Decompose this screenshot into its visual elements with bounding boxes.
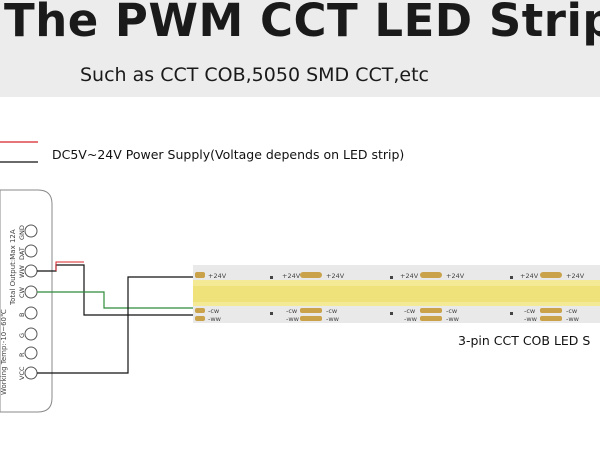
pad-label-cw-2: -cw bbox=[286, 307, 298, 315]
terminal-b bbox=[24, 306, 38, 320]
pad-label-ww-4: -ww bbox=[404, 315, 417, 323]
pad-label-24v-2: +24V bbox=[282, 272, 301, 280]
terminal-label-gnd: GND bbox=[18, 225, 26, 240]
vcc-wire bbox=[37, 276, 195, 374]
title-band bbox=[0, 0, 600, 97]
pad-label-24v-6: +24V bbox=[520, 272, 539, 280]
terminal-label-r: R bbox=[18, 352, 26, 357]
strip-pads bbox=[195, 272, 562, 321]
pad-label-24v-3: +24V bbox=[326, 272, 345, 280]
pad-label-24v-5: +24V bbox=[446, 272, 465, 280]
strip-cob-edge-top bbox=[193, 280, 600, 286]
pad-label-ww-3: -ww bbox=[326, 315, 339, 323]
strip-label: 3-pin CCT COB LED S bbox=[458, 333, 591, 348]
pad-label-ww-6: -ww bbox=[524, 315, 537, 323]
terminal-label-vcc: VCC bbox=[18, 366, 26, 380]
pad-label-ww-1: -ww bbox=[208, 315, 221, 323]
pad-label-cw-7: -cw bbox=[566, 307, 578, 315]
terminal-label-ww: WW bbox=[18, 265, 26, 278]
pad-label-ww-7: -ww bbox=[566, 315, 579, 323]
controller-body bbox=[0, 189, 53, 413]
pad-label-24v-4: +24V bbox=[400, 272, 419, 280]
pad-label-24v-7: +24V bbox=[566, 272, 585, 280]
cw-wire bbox=[37, 291, 195, 309]
terminal-dat bbox=[24, 244, 38, 258]
controller-spec-2: Working Temp:-10~60℃ bbox=[0, 309, 8, 395]
pad-label-cw-6: -cw bbox=[524, 307, 536, 315]
strip-components bbox=[270, 276, 513, 315]
pad-label-24v-1: +24V bbox=[208, 272, 227, 280]
pad-label-ww-5: -ww bbox=[446, 315, 459, 323]
pad-label-cw-3: -cw bbox=[326, 307, 338, 315]
terminal-vcc bbox=[24, 366, 38, 380]
page-subtitle: Such as CCT COB,5050 SMD CCT,etc bbox=[80, 64, 429, 86]
terminal-label-b: B bbox=[18, 312, 26, 317]
terminal-label-dat: DAT bbox=[18, 247, 26, 260]
pad-label-ww-2: -ww bbox=[286, 315, 299, 323]
pad-label-cw-4: -cw bbox=[404, 307, 416, 315]
terminal-gnd bbox=[24, 224, 38, 238]
controller-terminals bbox=[24, 224, 38, 380]
power-supply-label: DC5V~24V Power Supply(Voltage depends on… bbox=[52, 147, 405, 162]
pad-label-cw-1: -cw bbox=[208, 307, 220, 315]
strip-cob bbox=[193, 286, 600, 302]
strip-cob-edge-bottom bbox=[193, 302, 600, 306]
page-title: The PWM CCT LED Strip bbox=[4, 0, 600, 47]
terminal-r bbox=[24, 346, 38, 360]
terminal-g bbox=[24, 327, 38, 341]
terminal-label-cw: CW bbox=[18, 287, 26, 298]
pad-label-cw-5: -cw bbox=[446, 307, 458, 315]
terminal-cw bbox=[24, 285, 38, 299]
controller-spec-1: Total Output:Max 12A bbox=[9, 229, 17, 305]
accent-wire bbox=[55, 261, 84, 271]
terminal-ww bbox=[24, 264, 38, 278]
ww-wire bbox=[37, 264, 195, 316]
terminal-label-g: G bbox=[18, 332, 26, 338]
